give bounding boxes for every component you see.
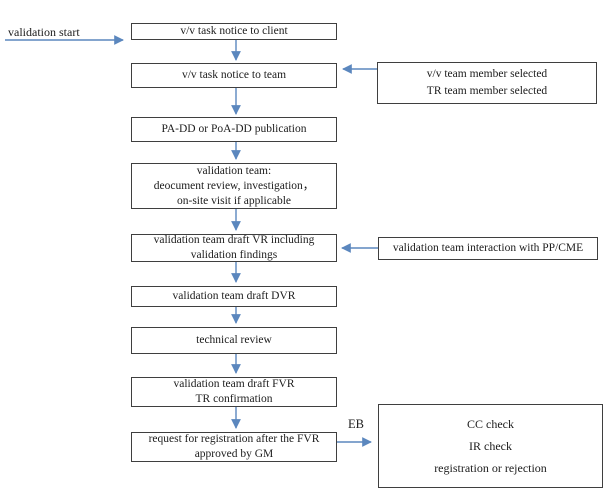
- flow-box-line: validation team draft VR including: [153, 234, 315, 246]
- flow-box-line: technical review: [196, 334, 272, 346]
- flow-box-line: v/v task notice to client: [180, 25, 288, 37]
- flow-box-line: CC check: [467, 417, 514, 431]
- flow-box-line: registration or rejection: [434, 461, 547, 475]
- flow-box-pp-cme-interaction: validation team interaction with PP/CME: [378, 237, 598, 260]
- flow-box-task-notice-team: v/v task notice to team: [131, 63, 337, 88]
- flow-box-technical-review: technical review: [131, 327, 337, 354]
- flow-box-draft-vr: validation team draft VR including valid…: [131, 234, 337, 262]
- flow-box-line: validation team interaction with PP/CME: [392, 242, 584, 254]
- flow-box-line: validation findings: [190, 249, 278, 261]
- eb-label: EB: [348, 417, 364, 431]
- flow-box-validation-team-review: validation team: deocument review, inves…: [131, 163, 337, 209]
- flow-box-line: validation team draft FVR: [173, 378, 295, 390]
- flow-box-checks: CC check IR check registration or reject…: [378, 404, 603, 488]
- validation-start-label: validation start: [8, 25, 80, 39]
- flow-box-draft-fvr: validation team draft FVR TR confirmatio…: [131, 377, 337, 407]
- flow-box-draft-dvr: validation team draft DVR: [131, 286, 337, 307]
- flow-box-line: request for registration after the FVR: [148, 433, 320, 445]
- flow-box-line: validation team:: [196, 164, 272, 177]
- flow-box-line: v/v team member selected: [426, 68, 548, 80]
- flow-box-line: TR confirmation: [195, 393, 273, 405]
- flow-box-line: on-site visit if applicable: [176, 194, 291, 207]
- flow-box-line: TR team member selected: [426, 85, 548, 97]
- flow-box-line: IR check: [469, 439, 512, 453]
- flow-box-padd-publication: PA-DD or PoA-DD publication: [131, 117, 337, 142]
- flow-box-line: PA-DD or PoA-DD publication: [161, 123, 307, 135]
- flow-box-line: v/v task notice to team: [181, 69, 287, 81]
- flow-box-team-member-selected: v/v team member selected TR team member …: [377, 62, 597, 104]
- flow-box-line: validation team draft DVR: [172, 290, 296, 302]
- flow-box-request-registration: request for registration after the FVR a…: [131, 432, 337, 462]
- flow-box-line: deocument review, investigation，: [153, 179, 315, 192]
- flow-box-line: approved by GM: [194, 448, 274, 460]
- flow-box-task-notice-client: v/v task notice to client: [131, 23, 337, 40]
